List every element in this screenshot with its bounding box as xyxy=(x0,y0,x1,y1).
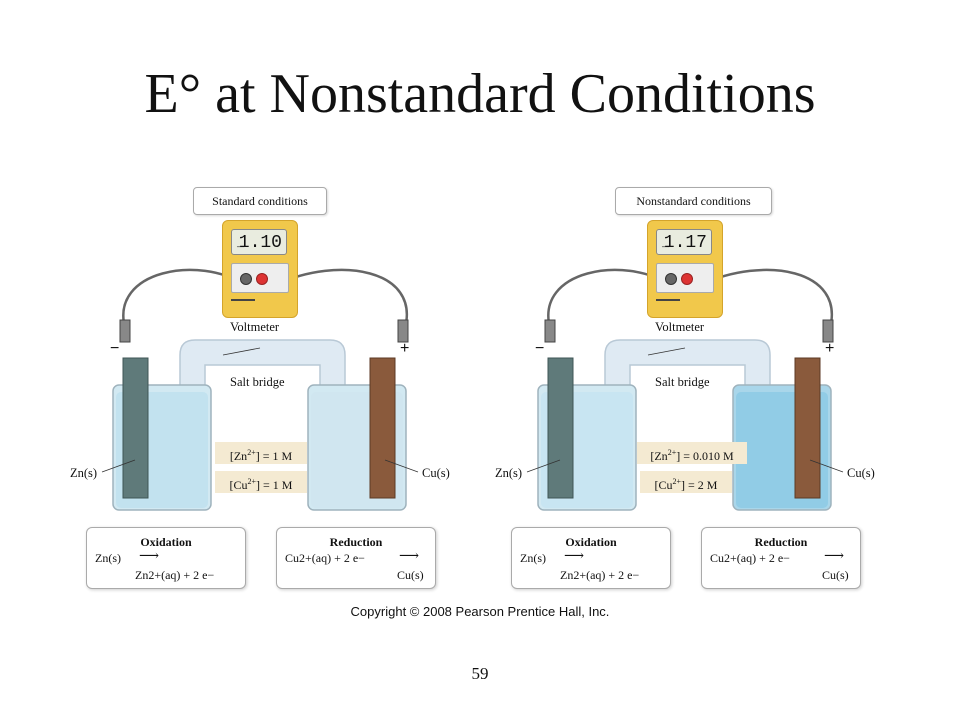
reduction-product: Cu(s) xyxy=(397,568,424,582)
voltmeter-label: Voltmeter xyxy=(655,320,705,334)
page-number: 59 xyxy=(471,664,489,683)
salt-bridge-label: Salt bridge xyxy=(230,375,285,389)
anode-sign: − xyxy=(110,340,120,357)
zn-concentration-value: 0.010 M xyxy=(692,449,734,463)
cathode-sign: + xyxy=(400,340,410,357)
anode-sign: − xyxy=(535,340,545,357)
positive-terminal-icon xyxy=(681,273,693,285)
oxidation-product: Zn2+(aq) + 2 e− xyxy=(560,568,640,582)
voltmeter-marking xyxy=(656,299,680,309)
voltage-reading: 1.17 xyxy=(663,233,707,253)
zn-concentration-value: 1 M xyxy=(272,449,293,463)
cathode-label: Cu(s) xyxy=(422,466,450,480)
negative-terminal-icon xyxy=(665,273,677,285)
oxidation-reactant: Zn(s) xyxy=(520,551,546,565)
standard-galvanic-cell: Standard conditions _1.10 Voltmeter Salt… xyxy=(70,180,460,600)
oxidation-box: Oxidation Zn(s) ⟶ Zn2+(aq) + 2 e− xyxy=(511,527,671,589)
oxidation-reactant: Zn(s) xyxy=(95,551,121,565)
reduction-reactant: Cu2+(aq) + 2 e− xyxy=(285,551,365,565)
cu-concentration-value: 1 M xyxy=(272,478,293,492)
reaction-arrow-icon: ⟶ xyxy=(564,549,585,564)
voltmeter-display: _1.17 xyxy=(656,229,712,255)
oxidation-box: Oxidation Zn(s) ⟶ Zn2+(aq) + 2 e− xyxy=(86,527,246,589)
zn-concentration-label: [Zn2+] = 0.010 M xyxy=(637,442,747,464)
copper-electrode xyxy=(794,357,821,499)
anode-label: Zn(s) xyxy=(70,466,98,480)
voltmeter-panel xyxy=(231,263,289,293)
voltmeter: _1.10 xyxy=(222,220,298,318)
wire-right xyxy=(274,268,409,329)
reduction-title: Reduction xyxy=(329,535,383,549)
copper-electrode xyxy=(369,357,396,499)
reduction-box: Reduction Cu2+(aq) + 2 e− ⟶ Cu(s) xyxy=(701,527,861,589)
reaction-arrow-icon: ⟶ xyxy=(824,549,845,564)
condition-label: Standard conditions xyxy=(193,187,327,215)
cathode-sign: + xyxy=(825,340,835,357)
voltmeter: _1.17 xyxy=(647,220,723,318)
voltmeter-display: _1.10 xyxy=(231,229,287,255)
negative-terminal-icon xyxy=(240,273,252,285)
oxidation-title: Oxidation xyxy=(565,535,617,549)
oxidation-product: Zn2+(aq) + 2 e− xyxy=(135,568,215,582)
zinc-electrode xyxy=(122,357,149,499)
clip-left xyxy=(119,319,131,343)
voltmeter-panel xyxy=(656,263,714,293)
reduction-box: Reduction Cu2+(aq) + 2 e− ⟶ Cu(s) xyxy=(276,527,436,589)
wire-right xyxy=(699,268,834,329)
nonstandard-cell-drawing xyxy=(526,268,844,511)
slide-title: E° at Nonstandard Conditions xyxy=(144,63,816,125)
standard-cell-drawing xyxy=(101,268,419,511)
cu-concentration-label: [Cu2+] = 2 M xyxy=(640,471,732,493)
cathode-label: Cu(s) xyxy=(847,466,875,480)
anode-label: Zn(s) xyxy=(495,466,523,480)
clip-left xyxy=(544,319,556,343)
cu-concentration-label: [Cu2+] = 1 M xyxy=(215,471,307,493)
nonstandard-galvanic-cell: Nonstandard conditions _1.17 Voltmeter S… xyxy=(495,180,885,600)
reaction-arrow-icon: ⟶ xyxy=(399,549,420,564)
clip-right xyxy=(397,319,409,343)
voltmeter-label: Voltmeter xyxy=(230,320,280,334)
salt-bridge-label: Salt bridge xyxy=(655,375,710,389)
reduction-reactant: Cu2+(aq) + 2 e− xyxy=(710,551,790,565)
voltage-reading: 1.10 xyxy=(238,233,282,253)
cu-concentration-value: 2 M xyxy=(697,478,718,492)
condition-label: Nonstandard conditions xyxy=(615,187,772,215)
positive-terminal-icon xyxy=(256,273,268,285)
reduction-product: Cu(s) xyxy=(822,568,849,582)
zn-concentration-label: [Zn2+] = 1 M xyxy=(215,442,307,464)
clip-right xyxy=(822,319,834,343)
oxidation-title: Oxidation xyxy=(140,535,192,549)
copyright-notice: Copyright © 2008 Pearson Prentice Hall, … xyxy=(350,604,610,619)
voltmeter-marking xyxy=(231,299,255,309)
zinc-electrode xyxy=(547,357,574,499)
reduction-title: Reduction xyxy=(754,535,808,549)
reaction-arrow-icon: ⟶ xyxy=(139,549,160,564)
